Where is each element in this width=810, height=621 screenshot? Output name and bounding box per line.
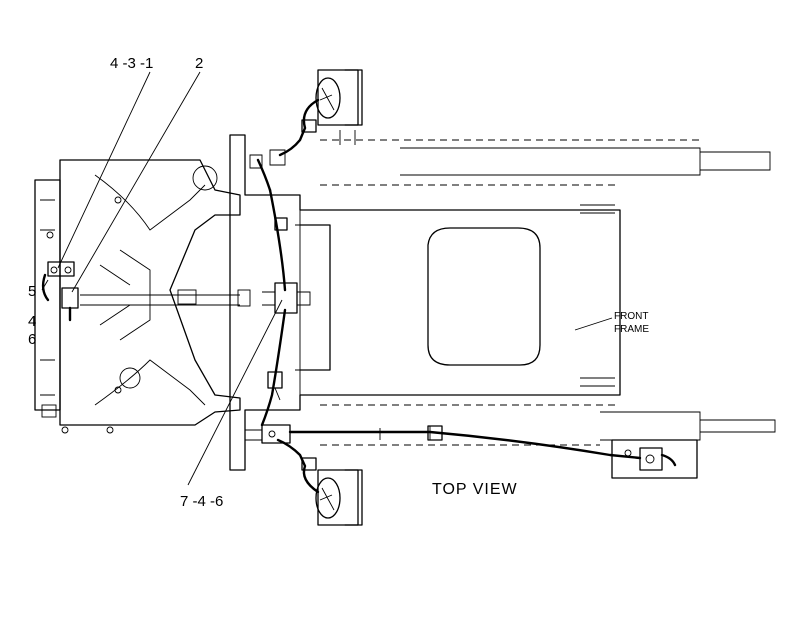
top-view-label: TOP VIEW [432, 481, 518, 498]
callout-5: 5 [28, 283, 36, 300]
upper-brake-assembly [249, 69, 363, 192]
front-frame [229, 130, 776, 471]
callout-6: 6 [28, 331, 36, 348]
lower-brake-assembly [245, 424, 363, 526]
callout-4: 4 [28, 313, 36, 330]
callout-2: 2 [195, 55, 203, 72]
front-label: FRONT [614, 311, 648, 322]
callout-4-3-1: 4 -3 -1 [110, 55, 153, 72]
frame-label: FRAME [614, 324, 649, 335]
rear-frame [34, 159, 251, 434]
right-hose-run [288, 425, 698, 479]
leader-lines [41, 71, 613, 486]
center-hose-run [260, 188, 311, 427]
callout-7-4-6: 7 -4 -6 [180, 493, 223, 510]
